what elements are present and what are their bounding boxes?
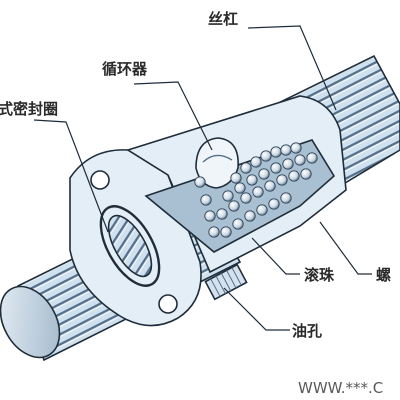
- ball-bearing: [246, 174, 258, 186]
- leader-balls: [251, 237, 300, 275]
- ball-bearing: [194, 176, 206, 188]
- ball-bearing: [264, 180, 276, 192]
- label-balls: 滚珠: [304, 266, 335, 284]
- flange-bolt-hole-bottom: [158, 294, 178, 314]
- ball-bearing: [294, 154, 306, 166]
- ball-bearing: [288, 170, 300, 182]
- ball-bearing: [200, 194, 212, 206]
- ball-bearing: [268, 198, 280, 210]
- label-seal: 式密封圈: [0, 100, 58, 118]
- screw-end-face: [0, 285, 61, 359]
- ball-bearing: [250, 156, 262, 168]
- ball-bearing: [244, 210, 256, 222]
- ball-bearing: [270, 162, 282, 174]
- ball-bearing: [260, 150, 272, 162]
- ball-bearings: [194, 142, 318, 238]
- ball-bearing: [240, 192, 252, 204]
- label-screw: 丝杠: [208, 10, 238, 28]
- ball-bearing: [204, 210, 216, 222]
- leader-nut: [319, 221, 372, 275]
- label-oil-hole: 油孔: [292, 322, 322, 340]
- ball-bearing: [300, 168, 312, 180]
- seal-ring: [99, 205, 161, 287]
- leader-lines: [33, 25, 372, 331]
- ball-bearing: [234, 182, 246, 194]
- ball-bearing: [270, 146, 282, 158]
- ball-bearing: [282, 158, 294, 170]
- ball-bearing: [240, 162, 252, 174]
- oil-hole: [204, 263, 248, 301]
- ball-bearing: [220, 226, 232, 238]
- leader-seal: [33, 119, 109, 233]
- leader-screw: [247, 25, 337, 111]
- ball-bearing: [228, 200, 240, 212]
- ball-bearing: [252, 186, 264, 198]
- label-nut: 螺: [376, 266, 391, 284]
- ball-bearing: [232, 218, 244, 230]
- leader-recirculator: [133, 81, 213, 151]
- watermark: WWW.***.C: [298, 379, 383, 397]
- ball-bearing: [276, 174, 288, 186]
- ball-bearing: [222, 190, 234, 202]
- ball-bearing: [280, 144, 292, 156]
- label-recirculator: 循环器: [102, 60, 148, 78]
- ball-bearing: [290, 142, 302, 154]
- ball-bearing: [280, 192, 292, 204]
- leader-oil-hole: [223, 287, 290, 331]
- ball-bearing: [258, 168, 270, 180]
- ball-bearing: [208, 226, 220, 238]
- ball-bearing: [306, 152, 318, 164]
- ball-bearing: [256, 204, 268, 216]
- ball-bearing: [230, 172, 242, 184]
- ball-bearing: [216, 208, 228, 220]
- flange-bolt-hole-top: [90, 170, 110, 190]
